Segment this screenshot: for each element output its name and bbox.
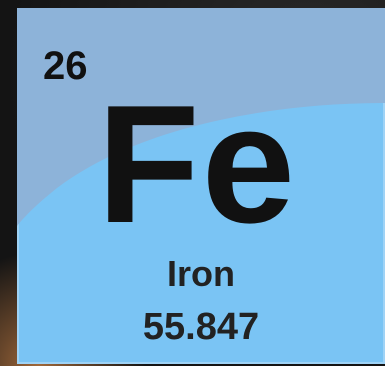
atomic-number: 26 <box>43 44 88 88</box>
tile-shading <box>17 8 385 226</box>
atomic-mass: 55.847 <box>142 306 260 348</box>
element-tile: 26 Fe Iron 55.847 <box>17 8 385 364</box>
element-symbol: Fe <box>97 70 298 258</box>
element-name: Iron <box>167 253 235 294</box>
